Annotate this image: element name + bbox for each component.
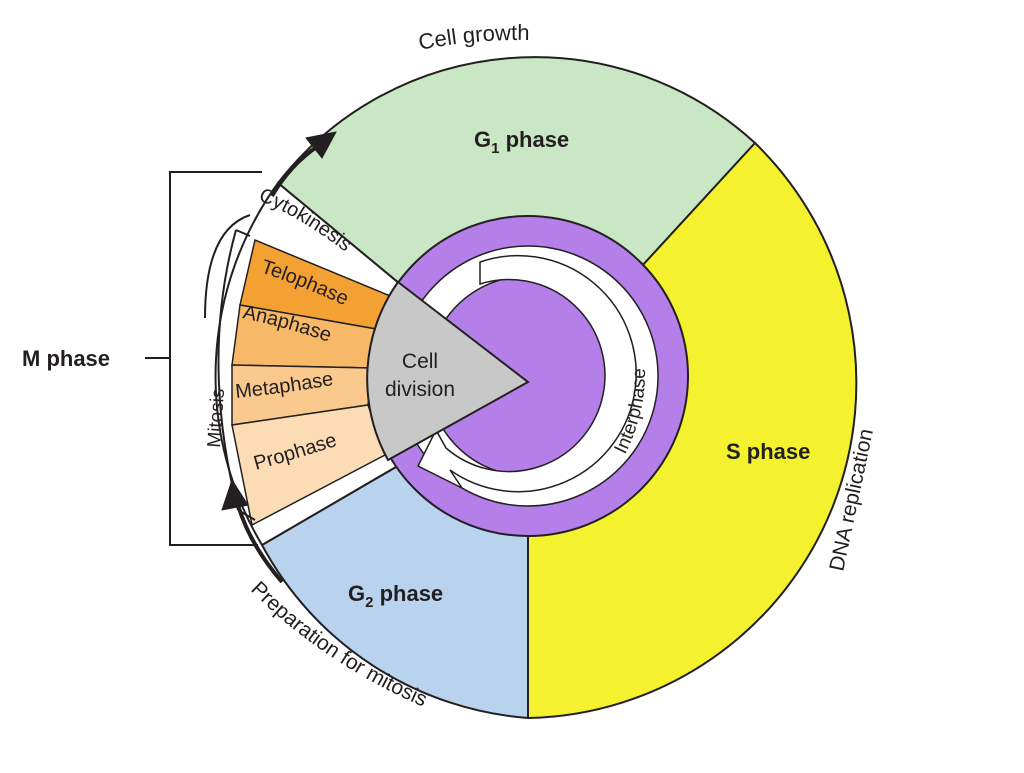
arrow-to-g1-head bbox=[305, 131, 337, 159]
cell-division-label-line2: division bbox=[385, 378, 455, 401]
mitosis-band-outline bbox=[204, 214, 251, 319]
m-phase-label: M phase bbox=[22, 346, 110, 371]
cell-division-wedge bbox=[366, 280, 530, 462]
mitosis-label: Mitosis bbox=[204, 388, 229, 448]
cell-division-label-line1: Cell bbox=[402, 350, 438, 373]
g1-phase-label: G1 phase bbox=[474, 127, 569, 157]
g2-phase-label: G2 phase bbox=[348, 581, 443, 611]
arrow-to-m-head bbox=[221, 478, 249, 511]
m-phase-bracket bbox=[145, 171, 262, 546]
s-phase-wedge bbox=[527, 141, 858, 720]
interphase-arrow bbox=[416, 254, 637, 493]
cell-growth-label: Cell growth bbox=[416, 20, 529, 55]
arrow-to-m bbox=[236, 504, 284, 584]
arrow-to-g1 bbox=[270, 144, 320, 198]
s-phase-label: S phase bbox=[726, 439, 810, 464]
